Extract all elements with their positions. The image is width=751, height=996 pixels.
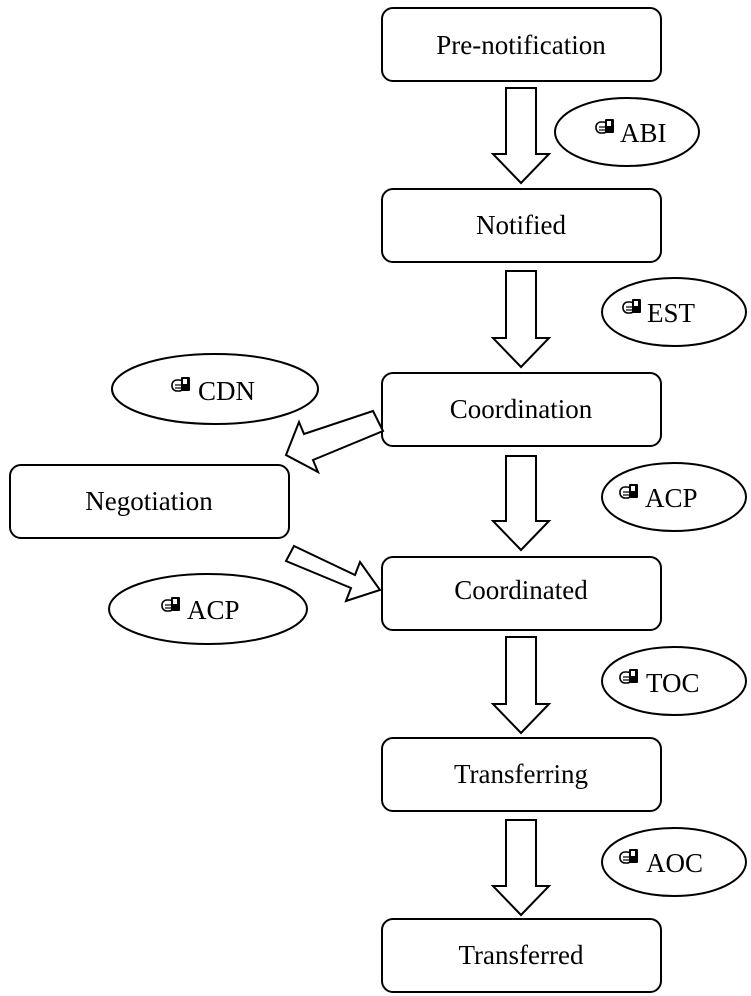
message-label: AOC [646, 848, 703, 878]
message-label: CDN [198, 376, 255, 406]
message-label: TOC [646, 668, 700, 698]
arrow-down [490, 270, 552, 369]
state-negotiation: Negotiation [9, 464, 290, 539]
message-toc: TOC [601, 646, 747, 716]
message-aoc: AOC [601, 827, 747, 897]
state-label: Pre-notification [436, 30, 606, 60]
arrow-to-coordinated [284, 544, 382, 603]
state-label: Coordinated [454, 575, 588, 605]
message-label: ABI [620, 118, 667, 148]
arrow-down [490, 87, 552, 185]
state-coordinated: Coordinated [381, 556, 662, 631]
state-label: Transferring [454, 759, 588, 789]
arrow-down [490, 636, 552, 735]
message-label: EST [647, 298, 696, 328]
state-notified: Notified [381, 188, 662, 263]
state-label: Negotiation [85, 486, 213, 516]
message-abi: ABI [554, 97, 700, 167]
message-acp: ACP [601, 462, 747, 532]
state-label: Notified [476, 210, 566, 240]
message-label: ACP [187, 595, 240, 625]
state-transferring: Transferring [381, 737, 662, 812]
arrow-down [490, 455, 552, 552]
message-est: EST [601, 277, 747, 347]
message-acp-negotiation: ACP [108, 573, 308, 645]
arrow-to-negotiation [284, 409, 385, 475]
state-pre-notification: Pre-notification [381, 7, 662, 82]
state-label: Transferred [459, 940, 584, 970]
state-coordination: Coordination [381, 372, 662, 447]
message-cdn: CDN [111, 353, 319, 425]
state-transferred: Transferred [381, 918, 662, 993]
arrow-down [490, 819, 552, 917]
state-label: Coordination [450, 394, 593, 424]
message-label: ACP [645, 483, 698, 513]
